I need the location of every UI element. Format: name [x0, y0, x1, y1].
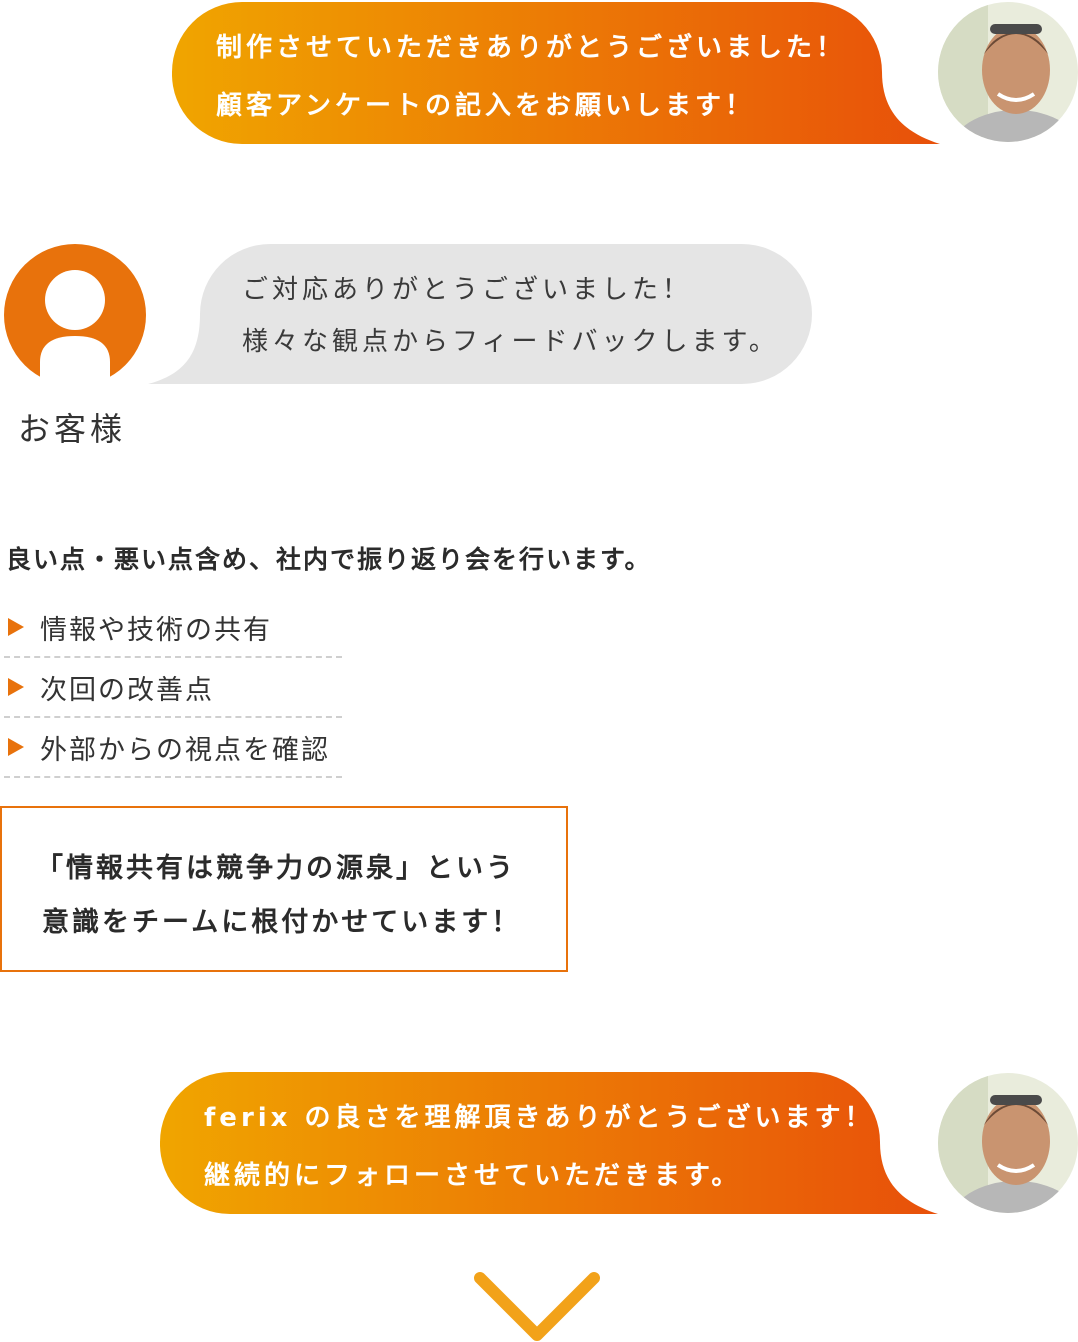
customer-name-label: お客様	[18, 410, 127, 448]
staff-message-2-line-1: ferix の良さを理解頂きありがとうございます！	[204, 1103, 875, 1133]
list-item-label: 外部からの視点を確認	[40, 734, 330, 766]
triangle-right-icon	[8, 678, 24, 696]
user-silhouette-icon	[4, 244, 146, 386]
list-item-label: 情報や技術の共有	[40, 614, 272, 646]
triangle-right-icon	[8, 618, 24, 636]
staff-message-2-line-2: 継続的にフォローさせていただきます。	[204, 1161, 742, 1191]
staff-message-bubble-1: 制作させていただきありがとうございました！ 顧客アンケートの記入をお願いします！	[172, 0, 942, 146]
staff-message-1-line-2: 顧客アンケートの記入をお願いします！	[216, 91, 755, 121]
bubble-shape	[148, 244, 812, 384]
list-item-label: 次回の改善点	[40, 674, 214, 706]
list-item: 情報や技術の共有	[4, 598, 342, 658]
customer-message-bubble: ご対応ありがとうございました！ 様々な観点からフィードバックします。	[146, 242, 814, 388]
bubble-shape	[160, 1072, 938, 1214]
staff-message-bubble-2: ferix の良さを理解頂きありがとうございます！ 継続的にフォローさせていただ…	[160, 1070, 940, 1216]
note-box: 「情報共有は競争力の源泉」という 意識をチームに根付かせています！	[0, 806, 568, 972]
staff-avatar	[938, 1073, 1078, 1213]
customer-message-line-2: 様々な観点からフィードバックします。	[242, 327, 779, 357]
review-checklist: 情報や技術の共有 次回の改善点 外部からの視点を確認	[4, 598, 342, 778]
note-line-2: 意識をチームに根付かせています！	[42, 907, 522, 938]
list-item: 外部からの視点を確認	[4, 718, 342, 778]
bubble-shape	[172, 2, 940, 144]
triangle-right-icon	[8, 738, 24, 756]
customer-message-line-1: ご対応ありがとうございました！	[242, 275, 693, 305]
review-heading: 良い点・悪い点含め、社内で振り返り会を行います。	[6, 545, 652, 574]
arrow-down-icon	[474, 1272, 600, 1341]
staff-avatar	[938, 2, 1078, 142]
note-line-1: 「情報共有は競争力の源泉」という	[36, 853, 516, 884]
staff-message-1-line-1: 制作させていただきありがとうございました！	[216, 33, 847, 63]
list-item: 次回の改善点	[4, 658, 342, 718]
